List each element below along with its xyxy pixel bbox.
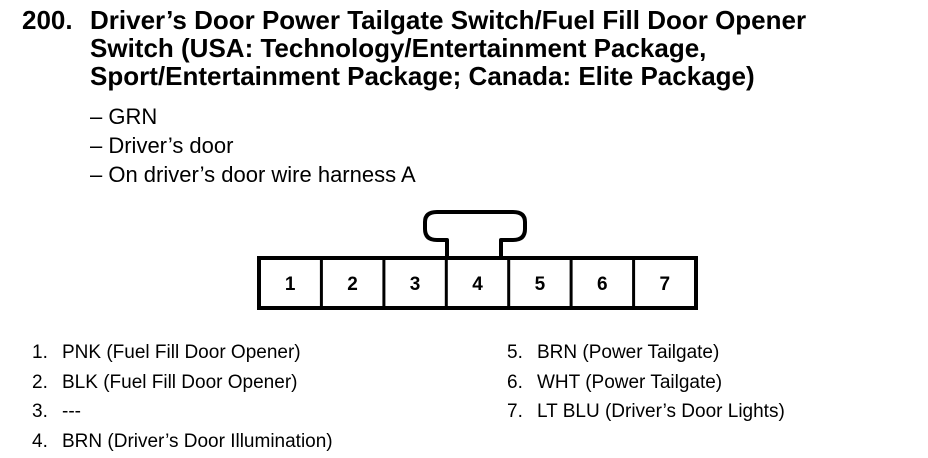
pin-number: 6. <box>507 371 523 393</box>
title-line-3: Sport/Entertainment Package; Canada: Eli… <box>90 61 755 91</box>
pin-label-5: 5 <box>535 274 546 295</box>
title-line-2: Switch (USA: Technology/Entertainment Pa… <box>90 33 707 63</box>
pin-number: 4. <box>32 430 48 452</box>
pin-list-right: 5. BRN (Power Tailgate) 6. WHT (Power Tail… <box>507 338 785 427</box>
pin-row: 1. PNK (Fuel Fill Door Opener) <box>32 338 333 368</box>
pin-description: BRN (Power Tailgate) <box>537 342 720 363</box>
pin-label-7: 7 <box>660 274 671 295</box>
pin-label-2: 2 <box>347 274 358 295</box>
connector-title: Driver’s Door Power Tailgate Switch/Fuel… <box>90 6 910 90</box>
connector-latch <box>423 210 527 258</box>
pin-description: LT BLU (Driver’s Door Lights) <box>537 401 785 422</box>
pin-label-4: 4 <box>472 274 483 295</box>
pin-description: BRN (Driver’s Door Illumination) <box>62 430 333 452</box>
pin-number: 3. <box>32 401 48 422</box>
title-line-1: Driver’s Door Power Tailgate Switch/Fuel… <box>90 5 807 35</box>
pin-number: 1. <box>32 342 48 363</box>
pin-description: WHT (Power Tailgate) <box>537 371 723 393</box>
pin-label-1: 1 <box>285 274 296 295</box>
pin-description: PNK (Fuel Fill Door Opener) <box>62 342 301 363</box>
item-number: 200. <box>22 5 73 35</box>
pin-row: 6. WHT (Power Tailgate) <box>507 368 785 398</box>
pin-number: 5. <box>507 342 523 363</box>
detail-location: – Driver’s door <box>90 133 234 158</box>
connector-body <box>257 256 698 310</box>
pin-description: --- <box>62 401 81 422</box>
pin-number: 7. <box>507 401 523 422</box>
connector-details: – GRN – Driver’s door – On driver’s door… <box>90 102 416 189</box>
pin-label-3: 3 <box>410 274 421 295</box>
pin-row: 5. BRN (Power Tailgate) <box>507 338 785 368</box>
detail-color: – GRN <box>90 104 158 129</box>
pin-row: 3. --- <box>32 397 333 427</box>
pin-number: 2. <box>32 371 48 393</box>
pin-description: BLK (Fuel Fill Door Opener) <box>62 371 298 393</box>
pin-label-6: 6 <box>597 274 608 295</box>
pin-row: 4. BRN (Driver’s Door Illumination) <box>32 427 333 457</box>
connector-diagram: 1 2 3 4 5 6 7 <box>257 210 698 310</box>
pin-row: 7. LT BLU (Driver’s Door Lights) <box>507 397 785 427</box>
detail-harness: – On driver’s door wire harness A <box>90 162 416 187</box>
pin-list-left: 1. PNK (Fuel Fill Door Opener) 2. BLK (Fue… <box>32 338 333 456</box>
pin-row: 2. BLK (Fuel Fill Door Opener) <box>32 368 333 398</box>
